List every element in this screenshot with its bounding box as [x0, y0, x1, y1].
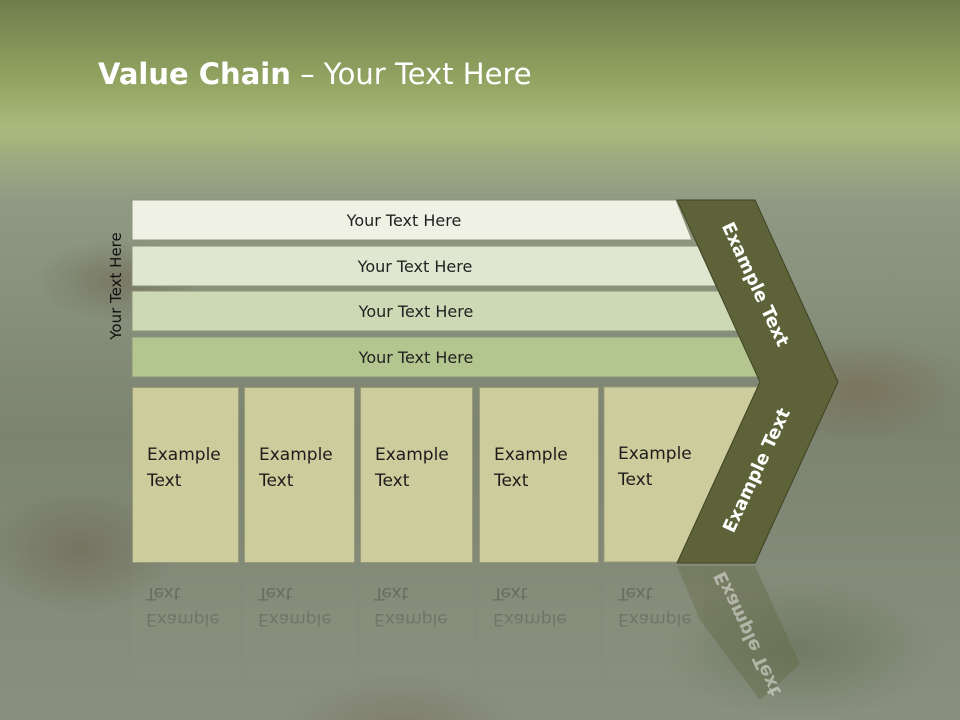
column-2-reflection: Example Text [244, 566, 355, 686]
header-band [0, 0, 960, 150]
bar-4: Your Text Here [132, 337, 700, 377]
column-4: Example Text [479, 387, 599, 563]
column-5-line2: Text [618, 470, 653, 490]
column-1-reflection-line2: Text [146, 583, 181, 603]
column-2-line2: Text [259, 471, 294, 491]
title-rest: – Your Text Here [290, 57, 532, 91]
column-5: Example Text [604, 387, 704, 563]
column-1-reflection-line1: Example [146, 609, 220, 629]
column-5-reflection-line2: Text [618, 583, 653, 603]
bar-1: Your Text Here [132, 200, 676, 240]
bar-shape-1 [131, 199, 693, 241]
bar-1-label: Your Text Here [346, 210, 462, 230]
column-4-line1: Example [494, 445, 568, 465]
column-1-reflection: Example Text [132, 566, 239, 686]
column-3-reflection-line1: Example [374, 609, 448, 629]
column-1: Example Text [132, 387, 239, 563]
column-2: Example Text [244, 387, 355, 563]
column-4-line2: Text [494, 471, 529, 491]
bar-3-label: Your Text Here [358, 301, 474, 321]
column-2-reflection-line2: Text [258, 583, 293, 603]
bar-3: Your Text Here [132, 291, 700, 331]
column-3-line1: Example [375, 445, 449, 465]
column-5-reflection-line1: Example [618, 609, 692, 629]
column-2-line1: Example [259, 445, 333, 465]
column-3: Example Text [360, 387, 473, 563]
column-1-line1: Example [147, 445, 221, 465]
column-4-reflection-line1: Example [493, 609, 567, 629]
column-1-line2: Text [147, 471, 182, 491]
column-3-reflection: Example Text [360, 566, 473, 686]
column-4-reflection-line2: Text [493, 583, 528, 603]
column-2-reflection-line1: Example [258, 609, 332, 629]
column-4-reflection: Example Text [479, 566, 599, 686]
column-3-line2: Text [375, 471, 410, 491]
chevron-shape [676, 199, 839, 564]
column-3-reflection-line2: Text [374, 583, 409, 603]
title-bold: Value Chain [98, 57, 291, 91]
column-5-line1: Example [618, 444, 692, 464]
slide-title: Value Chain – Your Text Here [98, 52, 532, 96]
bar-2-label: Your Text Here [357, 256, 473, 276]
bar-4-label: Your Text Here [358, 347, 474, 367]
column-5-reflection: Example Text [604, 566, 704, 686]
bar-2: Your Text Here [132, 246, 698, 286]
chevron-reflection [677, 566, 800, 700]
